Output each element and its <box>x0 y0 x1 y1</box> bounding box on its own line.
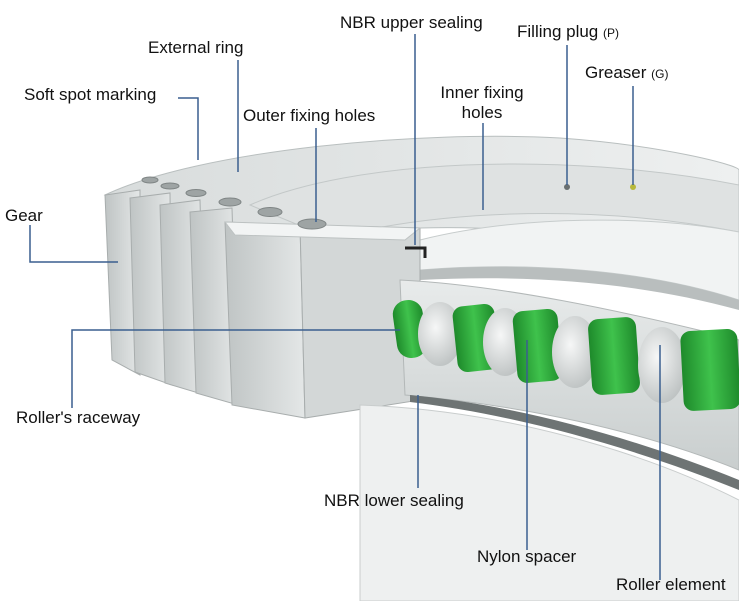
label-roller-element: Roller element <box>616 575 726 594</box>
leader-lines <box>29 34 661 580</box>
label-rollers-raceway: Roller's raceway <box>16 408 141 427</box>
nylon-spacer <box>680 329 739 411</box>
label-greaser-text: Greaser <box>585 63 647 82</box>
nbr-upper-seal <box>405 246 427 258</box>
label-external-ring: External ring <box>148 38 244 57</box>
label-filling-plug: Filling plug (P) <box>517 22 619 43</box>
roller-element <box>638 327 686 403</box>
label-greaser: Greaser (G) <box>585 63 668 84</box>
label-filling-plug-code: (P) <box>603 26 619 40</box>
nylon-spacer <box>588 317 640 395</box>
filling-plug-icon <box>564 184 570 190</box>
roller-element <box>552 316 598 388</box>
label-nylon-spacer: Nylon spacer <box>477 547 577 566</box>
label-nbr-lower-sealing: NBR lower sealing <box>324 491 464 510</box>
label-filling-plug-text: Filling plug <box>517 22 599 41</box>
greaser-icon <box>630 184 636 190</box>
label-inner-fixing-holes-line2: holes <box>461 103 503 122</box>
label-nbr-upper-sealing: NBR upper sealing <box>340 13 483 32</box>
label-soft-spot-marking: Soft spot marking <box>24 85 157 104</box>
label-inner-fixing-holes-line1: Inner fixing <box>440 83 524 102</box>
label-gear: Gear <box>5 206 43 225</box>
label-greaser-code: (G) <box>651 67 669 81</box>
nylon-spacer <box>392 300 427 359</box>
label-inner-fixing-holes: Inner fixing holes <box>432 83 532 123</box>
roller-element <box>418 302 462 366</box>
nbr-lower-seal <box>410 395 739 490</box>
roller-spacer-row <box>392 300 739 411</box>
nylon-spacer <box>512 308 563 383</box>
label-outer-fixing-holes: Outer fixing holes <box>243 106 376 125</box>
outer-fixing-holes <box>141 176 327 230</box>
